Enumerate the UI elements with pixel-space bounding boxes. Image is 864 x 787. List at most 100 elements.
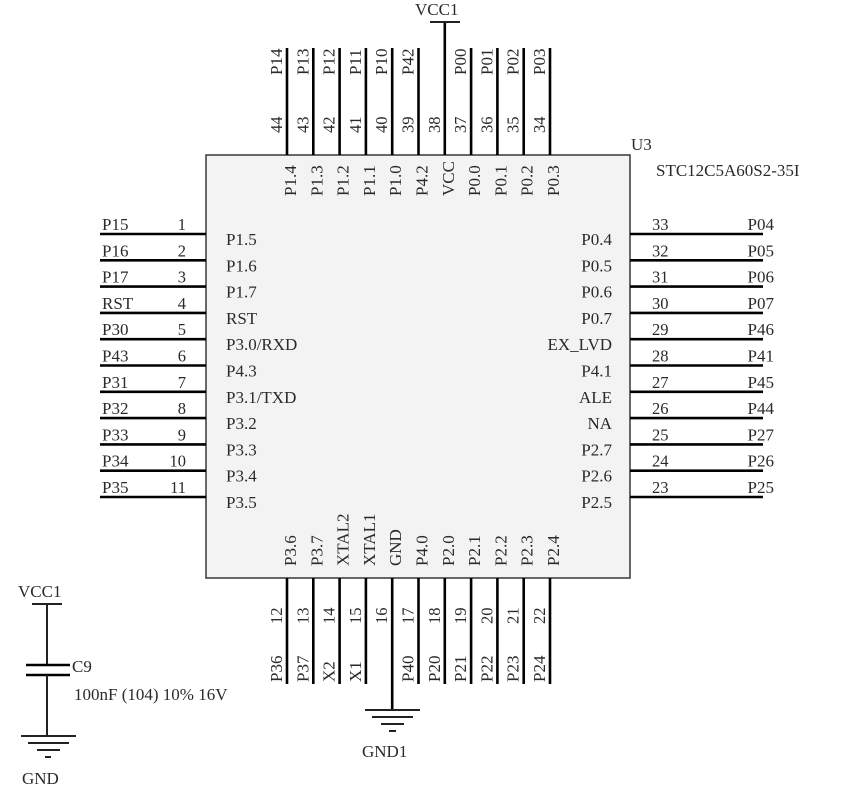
pin-number: 22 (530, 608, 549, 625)
pin-number: 33 (652, 215, 669, 234)
pin-number: 12 (267, 608, 286, 625)
pin-number: 6 (178, 347, 186, 366)
pin-number: 30 (652, 294, 669, 313)
pin-name: P4.0 (413, 535, 432, 566)
pin-number: 13 (293, 608, 312, 625)
net-label: P35 (102, 478, 128, 497)
net-label: P01 (477, 49, 496, 75)
cap-value: 100nF (104) 10% 16V (74, 685, 228, 704)
pin-name: P1.4 (281, 165, 300, 196)
net-label: P12 (320, 49, 339, 75)
pin-number: 19 (451, 608, 470, 625)
pin-name: P2.1 (465, 535, 484, 566)
pin-number: 35 (504, 117, 523, 134)
pin-number: 20 (477, 608, 496, 625)
pin-number: 31 (652, 268, 669, 287)
ic-designator: U3 (631, 135, 652, 154)
net-label: P14 (267, 48, 286, 75)
pin-name: P1.5 (226, 230, 257, 249)
net-label: P46 (748, 320, 774, 339)
pin-name: P0.5 (581, 256, 612, 275)
pin-number: 2 (178, 241, 186, 260)
net-label: P04 (748, 215, 775, 234)
net-label: RST (102, 294, 134, 313)
pin-name: VCC (439, 161, 458, 196)
net-label: P02 (504, 49, 523, 75)
pins-top: P1444P1.4P1343P1.3P1242P1.2P1141P1.1P104… (267, 22, 563, 196)
pin-number: 10 (170, 452, 187, 471)
net-label: P41 (748, 347, 774, 366)
net-label: P36 (267, 656, 286, 682)
vcc-power-port-top[interactable]: VCC1 (415, 0, 460, 23)
pin-name: P2.3 (518, 535, 537, 566)
pin-name: P3.7 (307, 535, 326, 566)
capacitor-c9[interactable]: VCC1 C9 100nF (104) 10% 16V GND (18, 582, 228, 787)
net-label: P27 (748, 425, 775, 444)
pin-number: 42 (320, 117, 339, 134)
pin-number: 16 (372, 608, 391, 625)
pin-name: P3.4 (226, 467, 257, 486)
ic-part-number: STC12C5A60S2-35I (656, 161, 800, 180)
net-label: X1 (346, 661, 365, 682)
net-label: P00 (451, 49, 470, 75)
net-label: P10 (372, 49, 391, 75)
net-label: P34 (102, 452, 129, 471)
pin-name: P2.5 (581, 493, 612, 512)
pin-name: P3.5 (226, 493, 257, 512)
pin-name: P0.6 (581, 283, 612, 302)
pin-number: 9 (178, 425, 186, 444)
pin-name: ALE (579, 388, 612, 407)
pin-name: P2.4 (544, 535, 563, 566)
pin-name: P4.1 (581, 362, 612, 381)
gnd-power-port-bottom[interactable]: GND1 (362, 709, 420, 761)
ic-body[interactable] (205, 154, 631, 579)
pin-name: P0.0 (465, 165, 484, 196)
cap-vcc-label: VCC1 (18, 582, 61, 601)
pin-number: 23 (652, 478, 669, 497)
